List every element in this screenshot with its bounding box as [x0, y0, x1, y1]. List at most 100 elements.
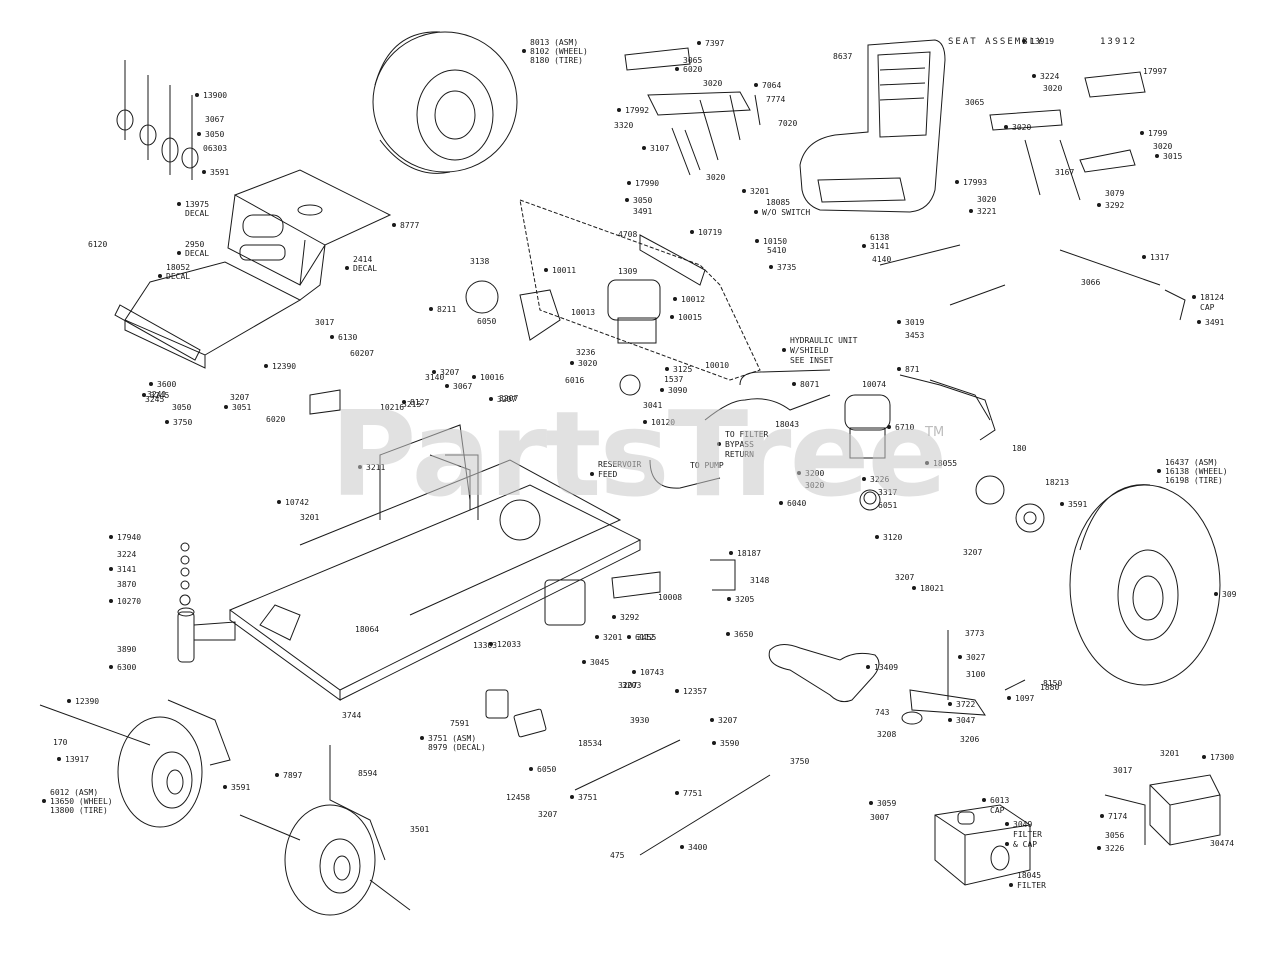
- part-label[interactable]: 16198 (TIRE): [1165, 476, 1223, 485]
- part-label[interactable]: 18187: [737, 549, 761, 558]
- part-label[interactable]: 7774: [766, 95, 785, 104]
- part-label[interactable]: 18045: [1017, 871, 1041, 880]
- part-label[interactable]: 3027: [966, 653, 985, 662]
- part-label[interactable]: 309: [1222, 590, 1237, 599]
- part-label[interactable]: 10012: [681, 295, 705, 304]
- part-label[interactable]: 3206: [960, 735, 979, 744]
- part-label[interactable]: 8102 (WHEEL): [530, 47, 588, 56]
- part-label[interactable]: 6013: [990, 796, 1009, 805]
- part-label[interactable]: 3049: [1013, 820, 1032, 829]
- part-label[interactable]: 3224: [117, 550, 136, 559]
- part-label[interactable]: 6012 (ASM): [50, 788, 98, 797]
- part-label[interactable]: 3501: [410, 825, 429, 834]
- part-label[interactable]: 3020: [578, 359, 597, 368]
- part-label[interactable]: 3226: [1105, 844, 1124, 853]
- part-label[interactable]: 4140: [872, 255, 891, 264]
- part-label[interactable]: 17992: [625, 106, 649, 115]
- part-label[interactable]: 3236: [576, 348, 595, 357]
- part-label[interactable]: 17997: [1143, 67, 1167, 76]
- part-label[interactable]: 3141: [117, 565, 136, 574]
- part-label[interactable]: 17300: [1210, 753, 1234, 762]
- part-label[interactable]: CAP: [990, 806, 1005, 815]
- part-label[interactable]: 6050: [477, 317, 496, 326]
- part-label[interactable]: 3245: [150, 391, 169, 400]
- part-label[interactable]: 3020: [703, 79, 722, 88]
- part-label[interactable]: 6300: [117, 663, 136, 672]
- part-label[interactable]: 13650 (WHEEL): [50, 797, 113, 806]
- part-label[interactable]: 3224: [1040, 72, 1059, 81]
- part-label[interactable]: 3120: [883, 533, 902, 542]
- part-label[interactable]: 18021: [920, 584, 944, 593]
- part-label[interactable]: 10743: [640, 668, 664, 677]
- part-label[interactable]: 10074: [862, 380, 886, 389]
- part-label[interactable]: 3735: [777, 263, 796, 272]
- part-label[interactable]: 18052: [166, 263, 190, 272]
- part-label[interactable]: 10216: [380, 403, 404, 412]
- part-label[interactable]: FILTER: [1013, 830, 1042, 839]
- part-label[interactable]: 8211: [437, 305, 456, 314]
- part-label[interactable]: 3047: [956, 716, 975, 725]
- part-label[interactable]: 3773: [965, 629, 984, 638]
- part-label[interactable]: RESERVOIR: [598, 460, 642, 469]
- part-label[interactable]: 3317: [878, 488, 897, 497]
- part-label[interactable]: 3591: [231, 783, 250, 792]
- part-label[interactable]: 3141: [870, 242, 889, 251]
- part-label[interactable]: 8013 (ASM): [530, 38, 578, 47]
- part-label[interactable]: 5410: [767, 246, 786, 255]
- part-label[interactable]: 3020: [706, 173, 725, 182]
- part-label[interactable]: 3226: [870, 475, 889, 484]
- part-label[interactable]: 12357: [683, 687, 707, 696]
- part-label[interactable]: 3205: [735, 595, 754, 604]
- part-label[interactable]: 3207: [963, 548, 982, 557]
- part-label[interactable]: 3167: [1055, 168, 1074, 177]
- part-label[interactable]: DECAL: [353, 264, 377, 273]
- part-label[interactable]: 3079: [1105, 189, 1124, 198]
- part-label[interactable]: 3207: [895, 573, 914, 582]
- part-label[interactable]: 3890: [117, 645, 136, 654]
- part-label[interactable]: 7897: [283, 771, 302, 780]
- part-label[interactable]: 1880: [1040, 683, 1059, 692]
- part-label[interactable]: 3065: [683, 56, 702, 65]
- part-label[interactable]: 10270: [117, 597, 141, 606]
- part-label[interactable]: 1097: [1015, 694, 1034, 703]
- part-label[interactable]: 12458: [506, 793, 530, 802]
- part-label[interactable]: 3140: [425, 373, 444, 382]
- part-label[interactable]: 17990: [635, 179, 659, 188]
- part-label[interactable]: 60207: [350, 349, 374, 358]
- part-label[interactable]: 3148: [750, 576, 769, 585]
- part-label[interactable]: 16437 (ASM): [1165, 458, 1218, 467]
- part-label[interactable]: 13900: [203, 91, 227, 100]
- part-label[interactable]: 13975: [185, 200, 209, 209]
- part-label[interactable]: 7064: [762, 81, 781, 90]
- part-label[interactable]: 18085: [766, 198, 790, 207]
- part-label[interactable]: 3207: [440, 368, 459, 377]
- part-label[interactable]: 7020: [778, 119, 797, 128]
- part-label[interactable]: 3017: [1113, 766, 1132, 775]
- part-label[interactable]: 3591: [210, 168, 229, 177]
- part-label[interactable]: DECAL: [185, 209, 209, 218]
- part-label[interactable]: 6050: [537, 765, 556, 774]
- part-label[interactable]: 3292: [620, 613, 639, 622]
- part-label[interactable]: 8071: [800, 380, 819, 389]
- part-label[interactable]: 12033: [497, 640, 521, 649]
- part-label[interactable]: 3590: [720, 739, 739, 748]
- part-label[interactable]: 18534: [578, 739, 602, 748]
- part-label[interactable]: 3100: [966, 670, 985, 679]
- part-label[interactable]: 3067: [205, 115, 224, 124]
- part-label[interactable]: 6710: [895, 423, 914, 432]
- part-label[interactable]: 1309: [618, 267, 637, 276]
- part-label[interactable]: 3020: [1043, 84, 1062, 93]
- part-label[interactable]: 3600: [157, 380, 176, 389]
- part-label[interactable]: 8979 (DECAL): [428, 743, 486, 752]
- part-label[interactable]: 7174: [1108, 812, 1127, 821]
- part-label[interactable]: 3019: [905, 318, 924, 327]
- part-label[interactable]: 06303: [203, 144, 227, 153]
- part-label[interactable]: 16138 (WHEEL): [1165, 467, 1228, 476]
- part-label[interactable]: 2414: [353, 255, 372, 264]
- part-label[interactable]: 13919: [1030, 37, 1054, 46]
- part-label[interactable]: 3065: [965, 98, 984, 107]
- part-label[interactable]: BYPASS: [725, 440, 754, 449]
- part-label[interactable]: 3320: [614, 121, 633, 130]
- part-label[interactable]: 871: [905, 365, 920, 374]
- part-label[interactable]: 3208: [877, 730, 896, 739]
